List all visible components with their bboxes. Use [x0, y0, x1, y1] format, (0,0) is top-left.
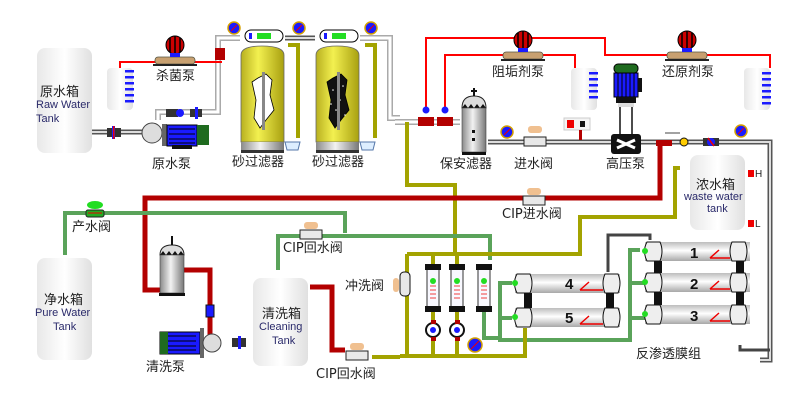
sand-filter-2[interactable] — [315, 29, 376, 153]
inlet-valve-label: 进水阀 — [514, 157, 553, 172]
raw-outlet-valves[interactable] — [166, 107, 202, 119]
membrane-2: 2 — [642, 272, 750, 293]
raw-pump-label: 原水泵 — [152, 157, 191, 172]
waste-tank-en1: waste water — [683, 191, 743, 203]
dosing-tank-antiscalant — [571, 68, 598, 110]
cip-return-valve-1-label: CIP回水阀 — [283, 241, 343, 256]
cleaning-filter[interactable] — [159, 236, 185, 296]
flow-meter-2 — [449, 264, 465, 341]
cleaning-pump[interactable] — [159, 304, 246, 358]
cip-return-valve-2-label: CIP回水阀 — [316, 367, 376, 382]
high-pressure-pump-label: 高压泵 — [606, 156, 645, 172]
sterilize-pump[interactable] — [153, 35, 197, 66]
sterilize-pump-label: 杀菌泵 — [156, 69, 195, 84]
product-valve[interactable] — [85, 201, 105, 218]
pipe-cleaning-out — [310, 284, 345, 353]
reductant-pump-label: 还原剂泵 — [662, 65, 714, 80]
raw-inlet-check-valve[interactable] — [107, 126, 121, 139]
antiscalant-pump-label: 阻垢剂泵 — [492, 65, 544, 80]
waste-tank-cn: 浓水箱 — [696, 177, 735, 193]
cip-return-valve-1[interactable] — [299, 222, 323, 240]
pipe-product-green — [63, 211, 347, 255]
membrane-number: 4 — [565, 276, 574, 293]
cip-inlet-valve[interactable] — [522, 188, 546, 206]
pressure-gauge-icon — [500, 125, 514, 139]
pipe-cip-red — [142, 143, 663, 201]
ro-group-label: 反渗透膜组 — [636, 347, 701, 362]
flow-meters — [425, 264, 492, 341]
pipe-olive-manifold — [407, 166, 680, 256]
pressure-gauge-icon — [467, 337, 483, 353]
membrane-4: 4 — [512, 273, 621, 294]
flush-valve-label: 冲洗阀 — [345, 279, 384, 294]
line-antiscalant — [425, 37, 771, 110]
dosing-tank-reductant — [744, 68, 771, 110]
level-low-indicator — [748, 220, 754, 227]
security-filter-label: 保安滤器 — [440, 157, 492, 172]
membrane-number: 3 — [690, 308, 698, 325]
level-low-label: L — [755, 219, 761, 230]
pressure-gauges — [227, 21, 748, 353]
cleaning-tank-en1: Cleaning — [259, 321, 302, 333]
raw-water-tank[interactable]: 原水箱 Raw Water Tank — [36, 48, 92, 153]
flow-meter-3 — [476, 264, 492, 312]
pure-tank-en2: Tank — [53, 321, 77, 333]
raw-water-pump[interactable] — [141, 122, 209, 149]
reductant-pump[interactable] — [665, 30, 709, 61]
level-high-indicator — [748, 170, 754, 177]
dosing-tank-sterilize — [107, 68, 134, 110]
level-high-label: H — [755, 169, 762, 180]
pipes — [63, 35, 773, 363]
membrane-3: 3 — [642, 304, 750, 325]
raw-tank-en2: Tank — [36, 113, 60, 125]
membrane-number: 2 — [690, 276, 698, 293]
pressure-gauge-icon — [734, 124, 748, 138]
flow-meter-1 — [425, 264, 441, 341]
membrane-number: 5 — [565, 310, 573, 327]
cleaning-tank-cn: 清洗箱 — [262, 306, 301, 322]
high-pressure-pump[interactable] — [611, 63, 642, 154]
cip-inlet-valve-label: CIP进水阀 — [502, 207, 562, 222]
pure-tank-en1: Pure Water — [35, 307, 91, 319]
cip-return-valve-2[interactable] — [345, 343, 369, 361]
membrane-5: 5 — [512, 307, 621, 328]
pipe-filter-out — [360, 35, 400, 121]
sand-filter-1[interactable] — [240, 29, 301, 153]
pressure-switch — [563, 117, 591, 140]
ro-membrane-group[interactable]: 4 5 1 2 — [512, 241, 750, 328]
raw-tank-en1: Raw Water — [36, 99, 90, 111]
security-filter[interactable] — [461, 88, 487, 155]
pure-water-tank[interactable]: 净水箱 Pure Water Tank — [35, 258, 92, 360]
waste-tank-en2: tank — [707, 203, 728, 215]
inlet-valve[interactable] — [523, 126, 547, 147]
dosing-injection-points — [215, 48, 453, 126]
cleaning-tank-en2: Tank — [272, 335, 296, 347]
raw-tank-cn: 原水箱 — [40, 84, 79, 100]
sand-filter-2-label: 砂过滤器 — [312, 155, 364, 170]
product-valve-label: 产水阀 — [72, 220, 111, 235]
pressure-gauge-icon — [227, 21, 241, 35]
flush-valve[interactable] — [393, 271, 411, 297]
antiscalant-pump[interactable] — [501, 30, 545, 61]
cleaning-pump-label: 清洗泵 — [146, 360, 185, 375]
pipe-olive-down — [405, 122, 457, 255]
sand-filter-1-label: 砂过滤器 — [232, 155, 284, 170]
hp-outlet-valve[interactable] — [656, 132, 719, 147]
pressure-gauge-icon — [292, 21, 306, 35]
pure-tank-cn: 净水箱 — [44, 292, 83, 308]
waste-water-tank[interactable]: 浓水箱 waste water tank H L — [683, 155, 762, 230]
membrane-number: 1 — [690, 245, 698, 262]
cleaning-tank[interactable]: 清洗箱 Cleaning Tank — [253, 278, 308, 366]
membrane-1: 1 — [642, 241, 750, 262]
pressure-gauge-icon — [364, 21, 378, 35]
